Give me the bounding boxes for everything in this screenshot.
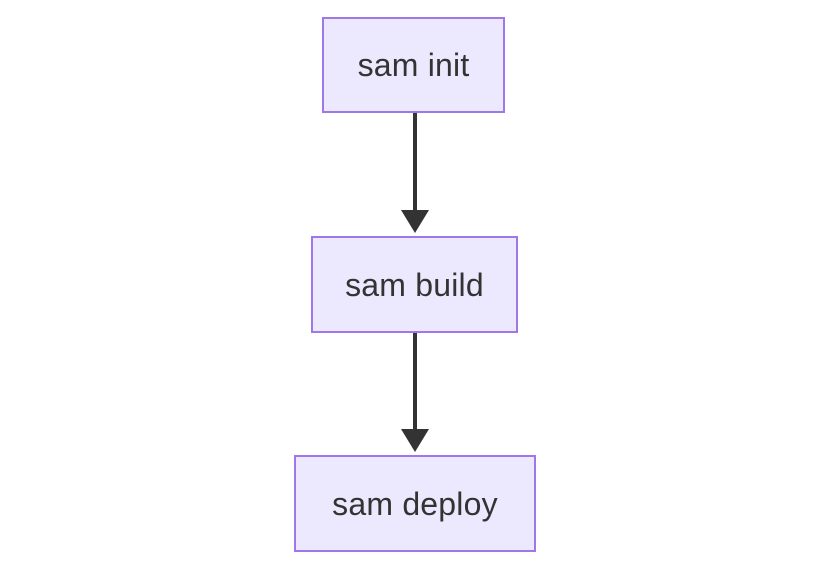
flowchart-node-label: sam init xyxy=(357,47,470,83)
edge-sam-init-to-sam-build xyxy=(401,113,429,233)
flowchart-node-sam-build[interactable]: sam build xyxy=(311,236,518,333)
flowchart-node-sam-init[interactable]: sam init xyxy=(322,17,505,113)
edge-sam-build-to-sam-deploy xyxy=(401,333,429,452)
flowchart-node-label: sam deploy xyxy=(332,485,498,522)
flowchart-node-sam-deploy[interactable]: sam deploy xyxy=(294,455,536,552)
flowchart-node-label: sam build xyxy=(345,266,484,303)
arrowhead-down-icon xyxy=(401,210,429,233)
arrowhead-down-icon xyxy=(401,429,429,452)
